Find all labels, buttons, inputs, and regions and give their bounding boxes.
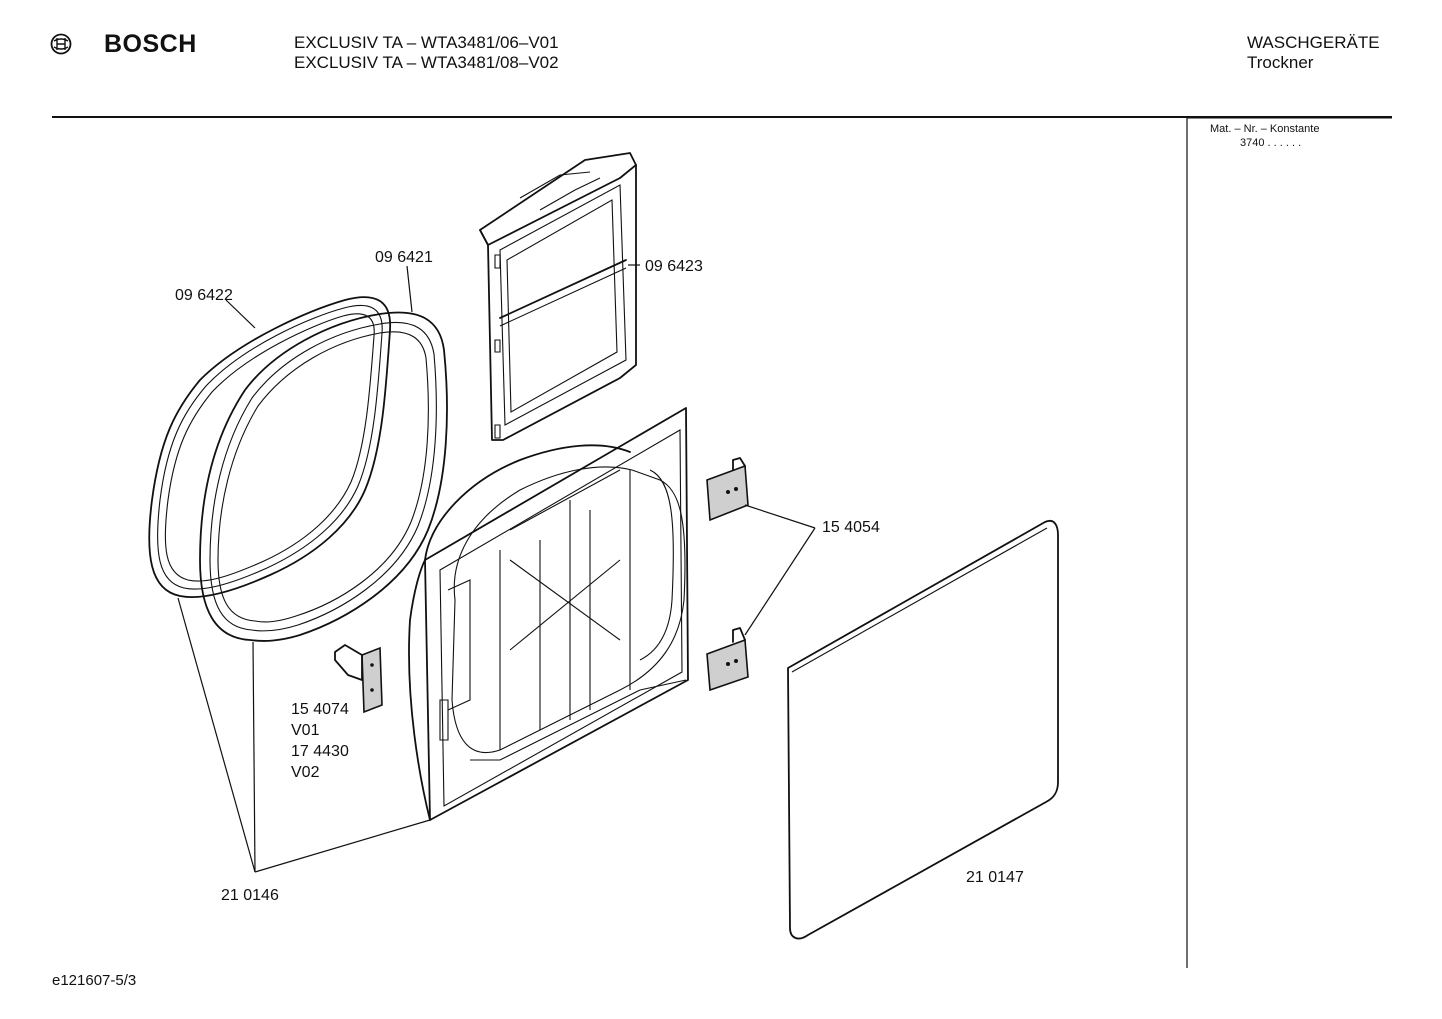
hinge-lower bbox=[706, 627, 749, 692]
label-seal-inner: 09 6421 bbox=[375, 249, 433, 266]
door-frame bbox=[408, 407, 689, 821]
leader-lines bbox=[177, 264, 816, 873]
door-seal-inner bbox=[199, 311, 448, 642]
label-latch-v1: V01 bbox=[291, 722, 320, 739]
model-line-2: EXCLUSIV TA – WTA3481/08–V02 bbox=[294, 53, 559, 72]
door-seal-outer bbox=[148, 296, 391, 598]
model-title: EXCLUSIV TA – WTA3481/06–V01 EXCLUSIV TA… bbox=[294, 33, 559, 73]
category-block: WASCHGERÄTE Trockner bbox=[1247, 33, 1380, 73]
label-door-frame: 21 0146 bbox=[221, 887, 279, 904]
document-id: e121607-5/3 bbox=[52, 972, 137, 989]
hinge-upper bbox=[706, 457, 749, 522]
label-latch: 15 4074 bbox=[291, 701, 349, 718]
door-panel bbox=[787, 520, 1059, 940]
model-line-1: EXCLUSIV TA – WTA3481/06–V01 bbox=[294, 33, 559, 52]
label-door-panel: 21 0147 bbox=[966, 869, 1024, 886]
label-hinge: 15 4054 bbox=[822, 519, 880, 536]
material-constant-label: Mat. – Nr. – Konstante bbox=[1210, 123, 1320, 135]
lint-filter bbox=[479, 152, 637, 441]
label-latch-v2: V02 bbox=[291, 764, 320, 781]
label-latch-alt: 17 4430 bbox=[291, 743, 349, 760]
bosch-logo-icon bbox=[50, 33, 72, 55]
subcategory: Trockner bbox=[1247, 53, 1314, 72]
label-filter: 09 6423 bbox=[645, 258, 703, 275]
label-seal-outer: 09 6422 bbox=[175, 287, 233, 304]
material-constant: Mat. – Nr. – Konstante 3740 . . . . . . bbox=[1210, 122, 1319, 150]
material-constant-value: 3740 . . . . . . bbox=[1240, 137, 1302, 149]
brand-name: BOSCH bbox=[104, 30, 197, 58]
category: WASCHGERÄTE bbox=[1247, 33, 1380, 52]
door-latch bbox=[334, 644, 383, 714]
